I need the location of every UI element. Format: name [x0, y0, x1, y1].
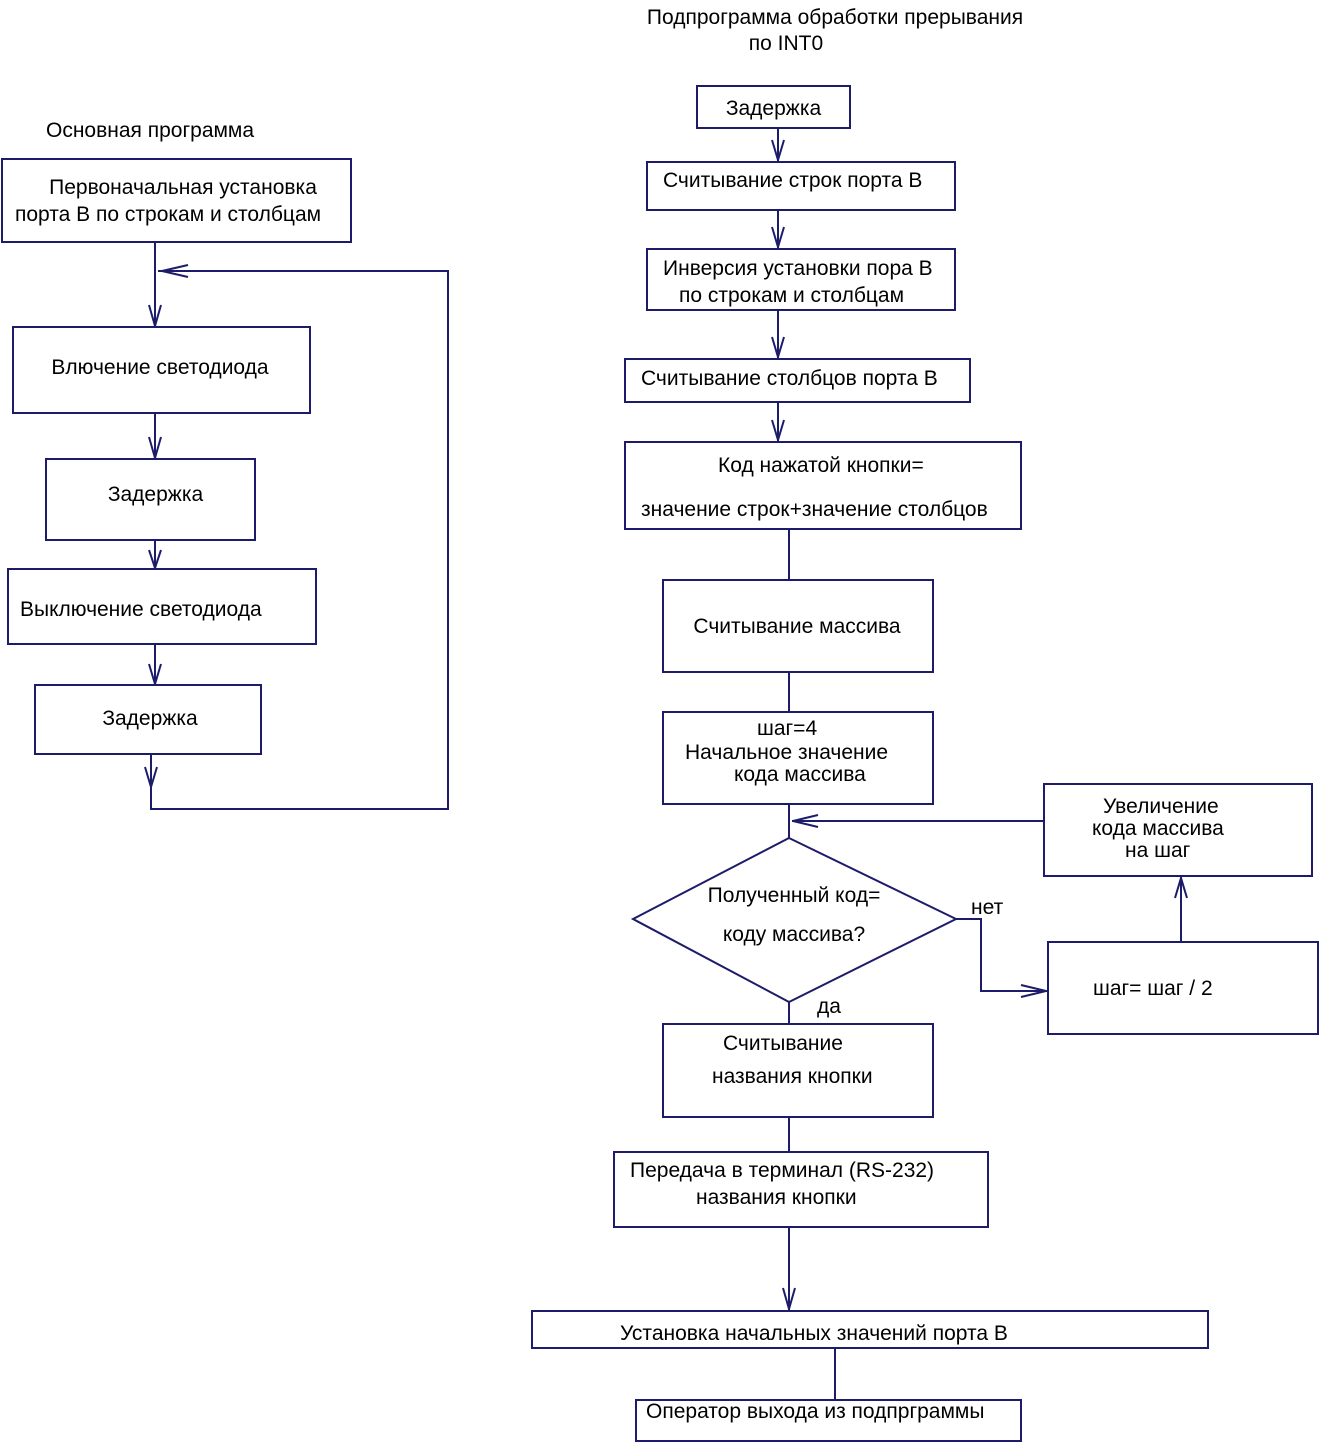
increase-text-3: на шаг — [1125, 839, 1191, 862]
main-loop-line — [150, 270, 449, 810]
arrowhead — [782, 1287, 796, 1313]
arrowhead — [792, 814, 819, 828]
read-cols-box — [624, 358, 971, 403]
isr-no-line — [956, 918, 1047, 992]
invert-text-2: по строкам и столбцам — [679, 284, 905, 307]
arrowhead — [1174, 874, 1188, 899]
read-array-box — [662, 579, 934, 673]
isr-title-1: Подпрограмма обработки прерывания — [646, 6, 1024, 29]
read-name-text-2: названия кнопки — [712, 1065, 873, 1088]
transmit-box — [613, 1151, 989, 1228]
invert-box — [646, 248, 956, 311]
step-init-box — [662, 711, 934, 805]
exit-box — [635, 1399, 1022, 1442]
code-box — [624, 441, 1022, 530]
increase-text-1: Увеличение — [1103, 795, 1219, 818]
step-init-text-1: шаг=4 — [757, 717, 818, 740]
read-cols-text: Считывание столбцов порта В — [641, 367, 938, 390]
code-text-2: значение строк+значение столбцов — [641, 498, 988, 521]
read-array-text: Считывание массива — [693, 615, 901, 638]
init-port-text-1: Первоначальная установка — [49, 176, 317, 199]
step-init-text-3: кода массива — [734, 763, 866, 786]
isr-delay-box — [696, 85, 851, 129]
init-port-box — [1, 158, 352, 243]
delay2-box — [34, 684, 262, 755]
transmit-text-2: названия кнопки — [696, 1186, 857, 1209]
arrowhead — [771, 226, 785, 251]
decision-text-2: коду массива? — [722, 923, 866, 946]
isr-delay-text: Задержка — [725, 97, 822, 120]
delay1-box — [45, 458, 256, 541]
read-name-text-1: Считывание — [723, 1032, 843, 1055]
main-program-title: Основная программа — [46, 119, 255, 142]
delay2-text: Задержка — [102, 707, 198, 730]
init-port-text-2: порта В по строкам и столбцам — [15, 203, 322, 226]
decision-text-1: Полученный код= — [707, 884, 881, 907]
arrowhead — [771, 139, 785, 164]
reset-port-text: Установка начальных значений порта В — [620, 1322, 1008, 1345]
arrowhead — [771, 336, 785, 361]
led-on-text: Влючение светодиода — [51, 356, 269, 379]
decision-no-label: нет — [971, 896, 1004, 919]
led-on-box — [12, 326, 311, 414]
invert-text-1: Инверсия установки пора В — [663, 257, 933, 280]
increase-text-2: кода массива — [1092, 817, 1224, 840]
arrowhead — [161, 264, 189, 278]
isr-title-2: по INT0 — [748, 32, 824, 55]
read-rows-box — [646, 161, 956, 211]
reset-port-box — [531, 1310, 1209, 1349]
code-text-1: Код нажатой кнопки= — [718, 454, 924, 477]
step-half-box — [1047, 941, 1319, 1035]
read-name-box — [662, 1023, 934, 1118]
arrowhead — [1020, 984, 1047, 998]
arrowhead — [771, 419, 785, 444]
exit-text: Оператор выхода из подпрграммы — [646, 1400, 985, 1423]
led-off-text: Выключение светодиода — [20, 598, 262, 621]
increase-box — [1043, 783, 1313, 877]
led-off-box — [7, 568, 317, 645]
decision-yes-label: да — [817, 995, 841, 1018]
step-init-text-2: Начальное значение — [685, 741, 889, 764]
transmit-text-1: Передача в терминал (RS-232) — [630, 1159, 935, 1182]
read-rows-text: Считывание строк порта В — [663, 169, 923, 192]
arrowhead — [144, 766, 158, 791]
decision-diamond — [630, 836, 959, 1004]
step-half-text: шаг= шаг / 2 — [1093, 977, 1213, 1000]
delay1-text: Задержка — [107, 483, 204, 506]
